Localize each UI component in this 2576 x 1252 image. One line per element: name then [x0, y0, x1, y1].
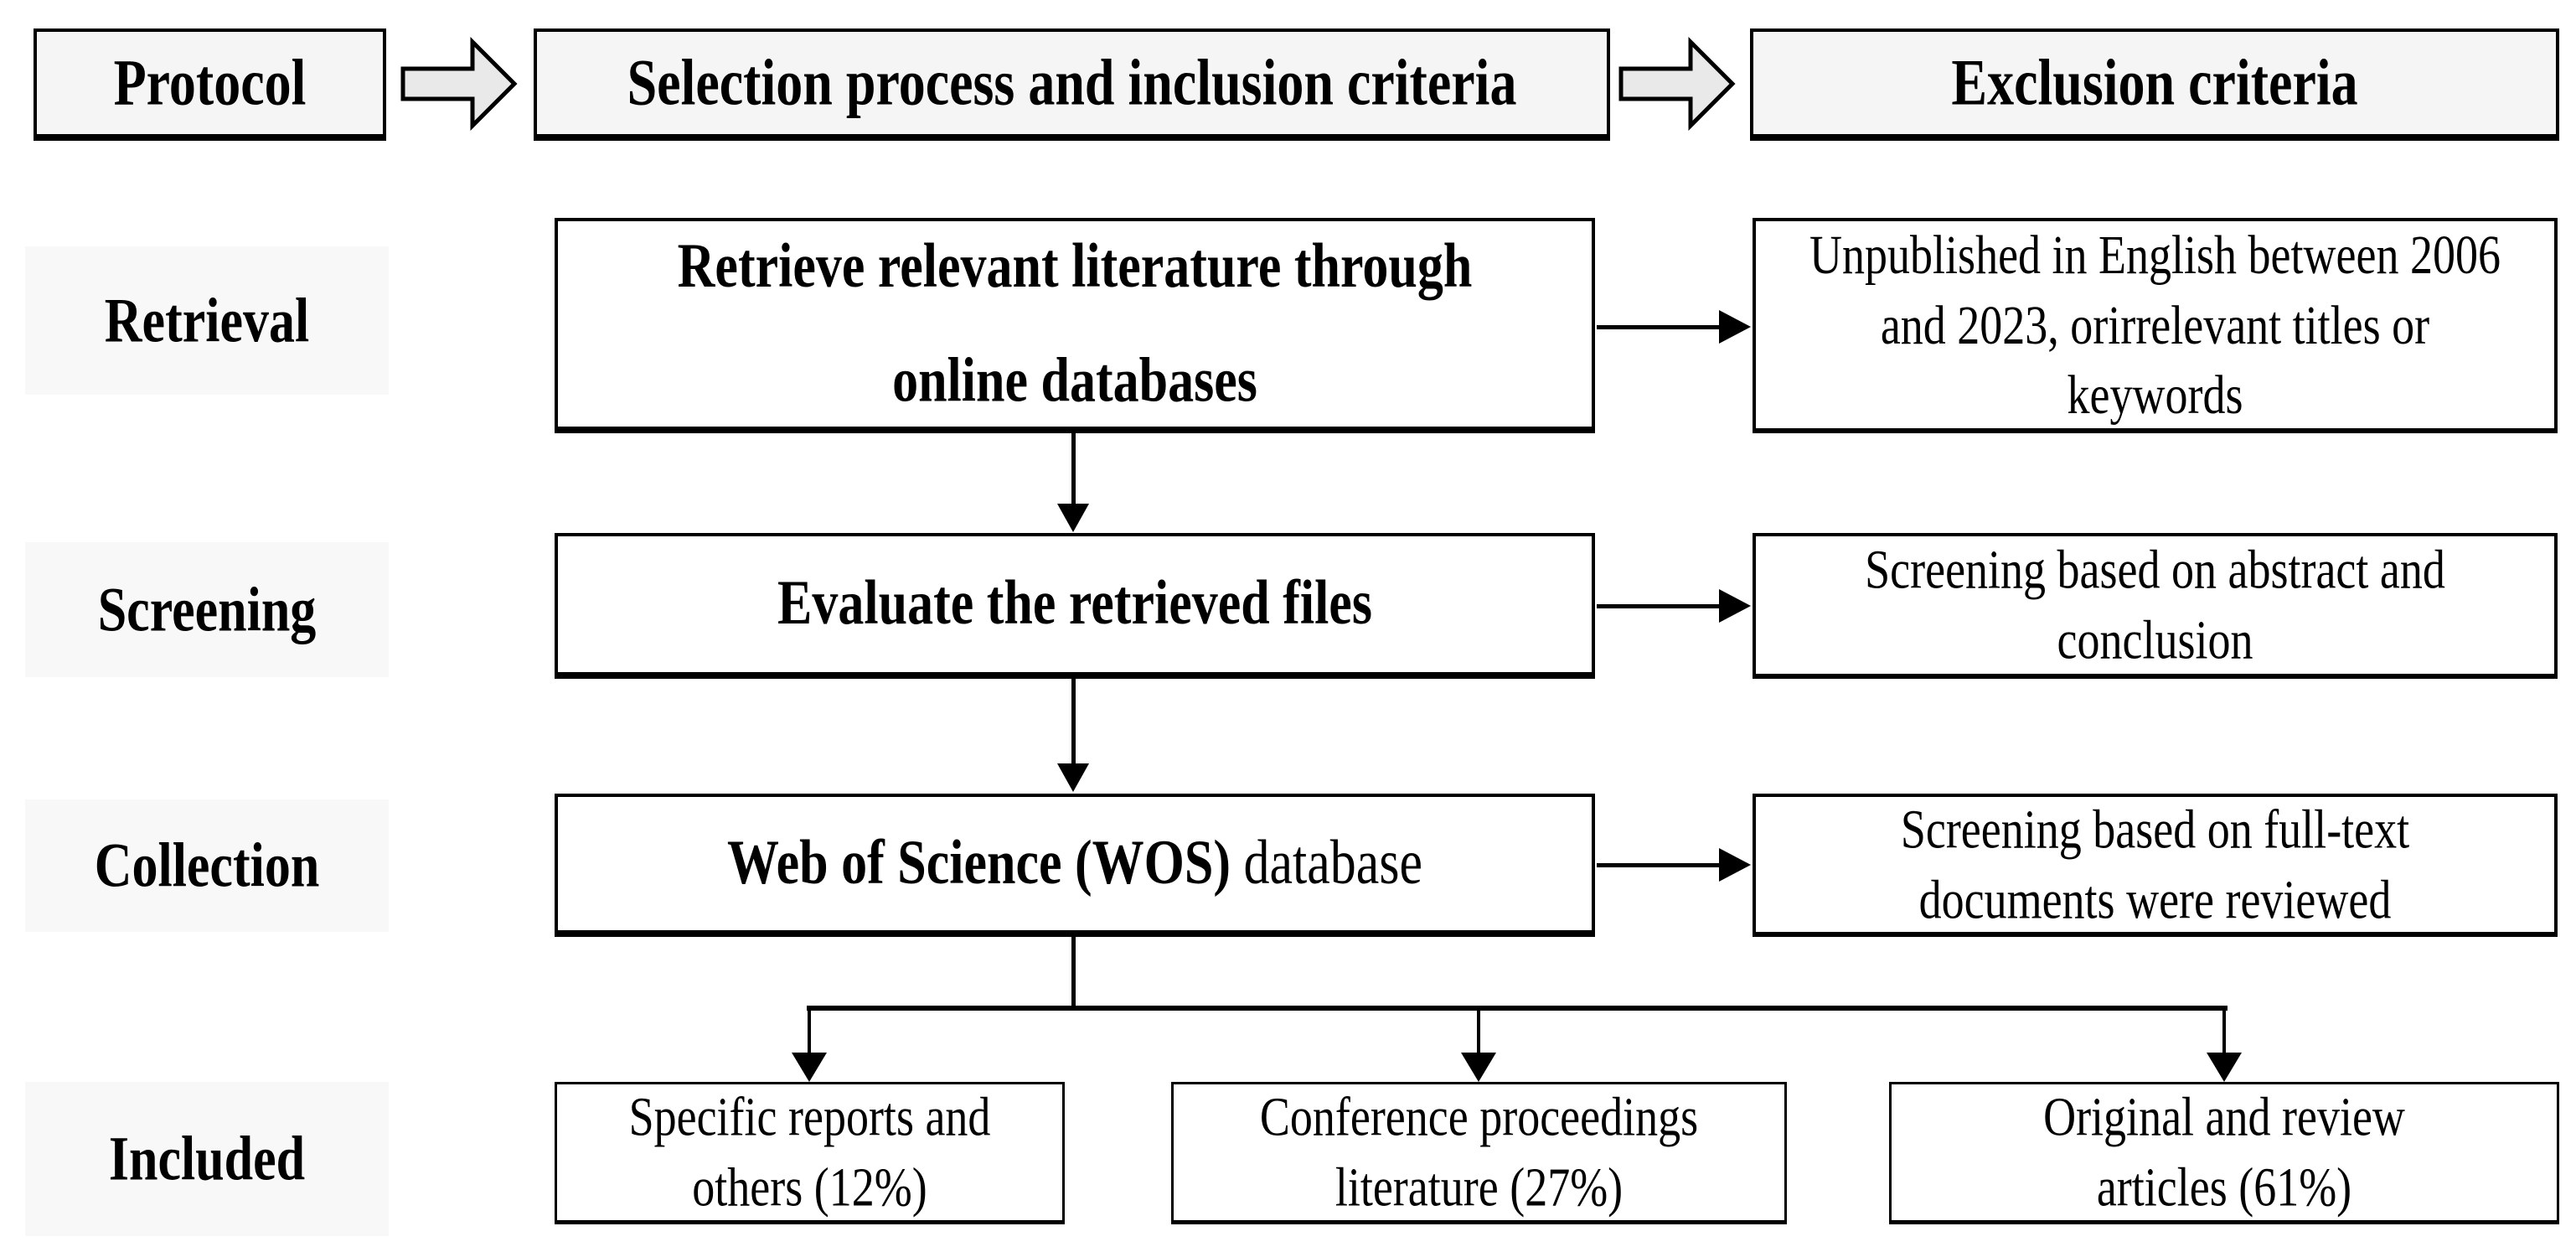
connector-line-screening	[1597, 604, 1719, 608]
stage-label-collection: Collection	[25, 799, 389, 932]
included-box-original-review: Original and review articles (61%)	[1889, 1082, 2559, 1224]
arrowhead-right-icon	[1719, 589, 1751, 623]
included-box-original-review-text: Original and review articles (61%)	[2043, 1086, 2405, 1218]
selection-header-label: Selection process and inclusion criteria	[627, 46, 1517, 119]
wos-bold-text: Web of Science (WOS)	[727, 828, 1231, 898]
branch-stem-line	[1071, 937, 1076, 1008]
branch-drop-line-right	[2222, 1011, 2226, 1054]
exclusion-box-collection-text: Screening based on full-text documents w…	[1900, 798, 2410, 930]
arrowhead-down-icon	[792, 1053, 827, 1082]
process-box-retrieval: Retrieve relevant literature through onl…	[555, 218, 1595, 433]
block-arrow-right-icon	[1618, 37, 1736, 131]
stage-label-collection-text: Collection	[94, 830, 320, 901]
database-regular-text: database	[1231, 828, 1422, 898]
branch-drop-line-left	[808, 1011, 811, 1054]
branch-horizontal-line	[807, 1006, 2228, 1011]
stage-label-screening: Screening	[25, 542, 389, 677]
connector-line-down	[1071, 433, 1076, 507]
included-box-conference-proceedings-text: Conference proceedings literature (27%)	[1259, 1086, 1699, 1218]
arrowhead-down-icon	[2207, 1053, 2242, 1082]
stage-label-retrieval-text: Retrieval	[104, 286, 310, 355]
exclusion-box-collection: Screening based on full-text documents w…	[1753, 794, 2558, 937]
process-box-collection-text: Web of Science (WOS) database	[727, 806, 1422, 920]
process-box-screening-text: Evaluate the retrieved files	[777, 568, 1372, 639]
arrowhead-right-icon	[1719, 310, 1751, 344]
protocol-header-label: Protocol	[113, 46, 307, 119]
included-box-specific-reports: Specific reports and others (12%)	[555, 1082, 1065, 1224]
included-box-conference-proceedings: Conference proceedings literature (27%)	[1171, 1082, 1787, 1224]
exclusion-header-label: Exclusion criteria	[1951, 46, 2358, 119]
protocol-header-box: Protocol	[34, 28, 386, 141]
stage-label-included-text: Included	[108, 1124, 306, 1194]
process-box-screening: Evaluate the retrieved files	[555, 533, 1595, 679]
stage-label-retrieval: Retrieval	[25, 246, 389, 395]
arrowhead-down-icon	[1057, 504, 1089, 532]
exclusion-box-retrieval: Unpublished in English between 2006 and …	[1753, 218, 2558, 433]
selection-header-box: Selection process and inclusion criteria	[534, 28, 1610, 141]
arrowhead-right-icon	[1719, 848, 1751, 882]
included-box-specific-reports-text: Specific reports and others (12%)	[628, 1086, 991, 1218]
stage-label-screening-text: Screening	[97, 575, 317, 644]
connector-line-retrieval	[1597, 325, 1719, 329]
exclusion-box-screening-text: Screening based on abstract and conclusi…	[1865, 539, 2445, 671]
connector-line-collection	[1597, 863, 1719, 867]
arrowhead-down-icon	[1057, 763, 1089, 792]
exclusion-box-retrieval-text: Unpublished in English between 2006 and …	[1809, 223, 2501, 426]
branch-drop-line-middle	[1477, 1011, 1480, 1054]
arrowhead-down-icon	[1461, 1053, 1496, 1082]
connector-line-down	[1071, 679, 1076, 765]
block-arrow-right-icon	[400, 37, 518, 131]
exclusion-box-screening: Screening based on abstract and conclusi…	[1753, 533, 2558, 679]
stage-label-included: Included	[25, 1082, 389, 1236]
process-box-retrieval-text: Retrieve relevant literature through onl…	[677, 230, 1473, 416]
exclusion-header-box: Exclusion criteria	[1750, 28, 2559, 141]
process-box-collection: Web of Science (WOS) database	[555, 794, 1595, 937]
